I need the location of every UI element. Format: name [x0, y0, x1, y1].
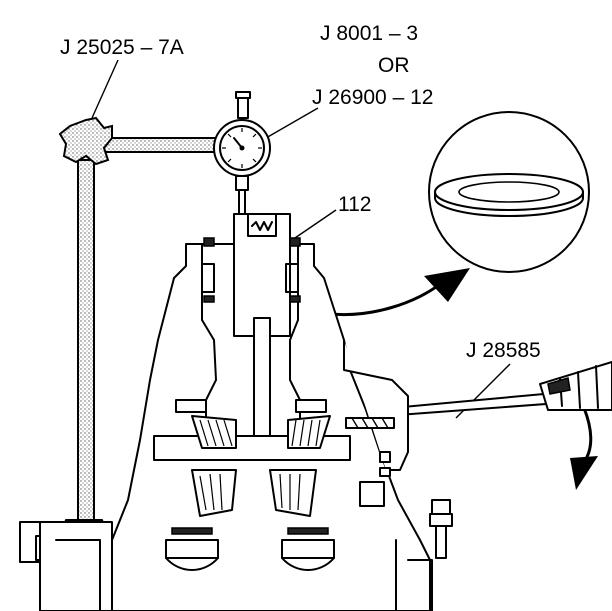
detail-arrow — [315, 268, 470, 317]
screwdriver-tool-label: J 28585 — [466, 339, 541, 362]
shim-callout-number: 112 — [338, 193, 371, 216]
pry-direction-arrow — [570, 407, 598, 490]
dial-indicator — [213, 91, 271, 215]
tool-stand-label: J 25025 – 7A — [60, 36, 184, 59]
dial-gauge-or-label: OR — [378, 54, 410, 77]
dial-gauge-label-line1: J 8001 – 3 — [320, 22, 418, 45]
shim-detail-bubble — [428, 111, 590, 273]
dial-gauge-label-line2: J 26900 – 12 — [312, 86, 433, 109]
differential-housing — [19, 213, 453, 611]
